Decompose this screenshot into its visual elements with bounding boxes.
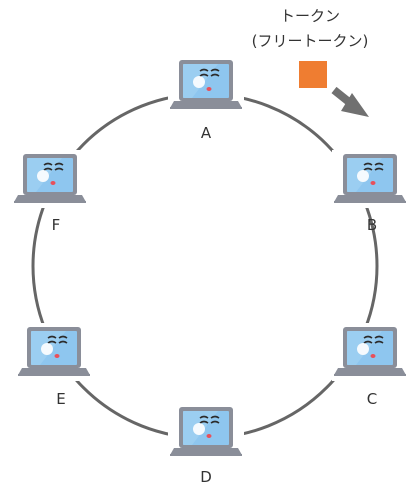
token-square (299, 61, 327, 88)
node-label-e: E (56, 390, 66, 408)
node-label-f: F (51, 216, 61, 234)
node-label-d: D (200, 468, 212, 486)
laptop-icon-d (169, 406, 243, 457)
laptop-icon-c (333, 326, 407, 377)
laptop-icon-b (333, 153, 407, 204)
token-subtitle: (フリートークン) (251, 32, 369, 50)
laptop-icon-f (13, 153, 87, 204)
token-title: トークン (279, 7, 340, 25)
laptop-icon-a (169, 59, 243, 110)
ring-network (31, 92, 379, 440)
node-label-a: A (200, 124, 212, 142)
laptop-icon-e (17, 326, 91, 377)
token-arrow-icon (331, 86, 369, 117)
node-label-c: C (366, 390, 378, 408)
node-label-b: B (366, 216, 378, 234)
